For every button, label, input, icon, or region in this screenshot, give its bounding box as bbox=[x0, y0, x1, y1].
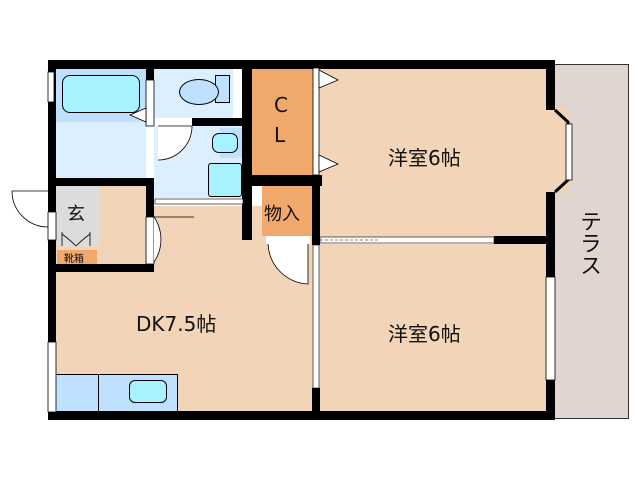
bay-window-floor bbox=[547, 108, 567, 194]
hall-floor bbox=[100, 185, 146, 265]
western-room-2-label: 洋室6帖 bbox=[388, 322, 461, 346]
dining-kitchen-label: DK7.5帖 bbox=[136, 312, 217, 336]
wall-left-lower bbox=[48, 240, 56, 342]
closet-label-c: C bbox=[274, 93, 288, 117]
washbasin-icon bbox=[212, 133, 238, 153]
toilet-bowl-icon bbox=[179, 79, 219, 105]
wall-closet-bottom bbox=[242, 175, 322, 186]
washing-machine-icon bbox=[208, 163, 242, 197]
wall-closet-left bbox=[242, 60, 252, 240]
wall-right-lower bbox=[546, 380, 555, 420]
wall-toilet-bottom bbox=[192, 118, 242, 126]
sink-icon bbox=[129, 380, 167, 403]
wall-bath-bottom bbox=[48, 178, 154, 186]
wall-bottom bbox=[48, 411, 555, 420]
wall-right-upper bbox=[546, 60, 555, 110]
kitchen-counter-divider bbox=[98, 374, 99, 412]
western-room-2 bbox=[318, 244, 547, 412]
wall-rooms-divider bbox=[494, 236, 549, 244]
western-room-1-label: 洋室6帖 bbox=[388, 146, 461, 170]
entrance bbox=[56, 186, 100, 246]
terrace-label: テラス bbox=[576, 210, 601, 276]
storage bbox=[262, 186, 312, 236]
bathtub-icon bbox=[62, 75, 140, 113]
closet-label-l: L bbox=[274, 123, 286, 147]
western-room-1 bbox=[318, 68, 547, 238]
entrance-label: 玄 bbox=[67, 204, 85, 225]
wall-left-upper bbox=[48, 60, 56, 212]
storage-label: 物入 bbox=[264, 204, 300, 225]
shoe-box-label: 靴箱 bbox=[64, 254, 84, 265]
shoe-box bbox=[57, 250, 97, 264]
wall-bath-toilet bbox=[146, 60, 154, 80]
wall-western2-left bbox=[312, 388, 320, 418]
wall-top bbox=[48, 60, 555, 69]
wall-storage-right bbox=[312, 175, 320, 245]
closet bbox=[252, 68, 313, 175]
wall-right-mid bbox=[546, 192, 555, 277]
wall-entrance-bottom bbox=[48, 264, 154, 272]
